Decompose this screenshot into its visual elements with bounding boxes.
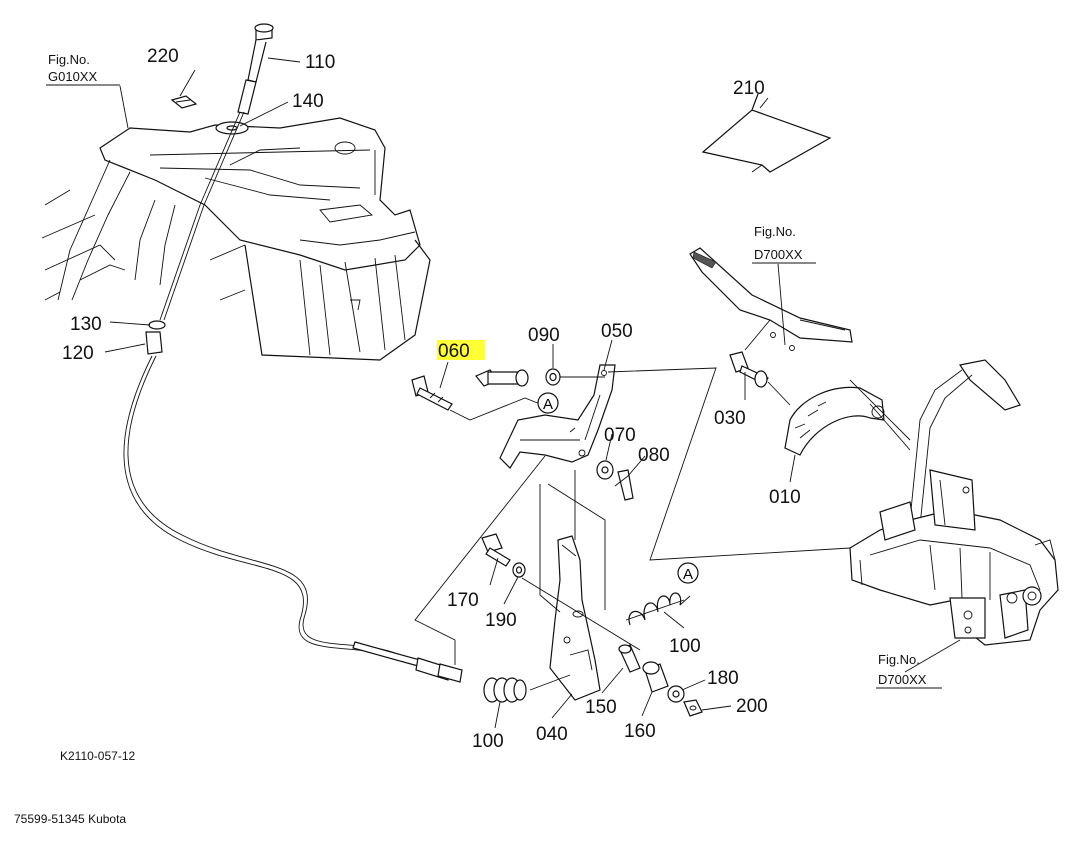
part-060-bolt xyxy=(411,375,453,411)
ref-marker-a-upper: A xyxy=(537,392,559,414)
callout-150[interactable]: 150 xyxy=(585,697,617,718)
svg-text:Fig.No.: Fig.No. xyxy=(754,224,796,239)
callout-120[interactable]: 120 xyxy=(62,343,94,364)
part-170-190 xyxy=(481,533,526,578)
callout-090[interactable]: 090 xyxy=(528,325,560,346)
figure-ref-top[interactable]: Fig.No. G010XX xyxy=(46,52,120,86)
callout-080[interactable]: 080 xyxy=(638,445,670,466)
callout-010[interactable]: 010 xyxy=(769,487,801,508)
callout-labels: 220 110 140 130 120 210 050 090 060 030 … xyxy=(62,46,801,752)
footer-part-number: 75599-51345 Kubota xyxy=(14,812,126,826)
callout-110[interactable]: 110 xyxy=(305,52,335,73)
callout-100-lower[interactable]: 100 xyxy=(472,731,504,752)
pedal-frame-assembly xyxy=(849,359,1059,646)
callout-030[interactable]: 030 xyxy=(714,408,746,429)
callout-170[interactable]: 170 xyxy=(447,590,479,611)
svg-text:Fig.No.: Fig.No. xyxy=(48,52,90,67)
callout-100-upper[interactable]: 100 xyxy=(669,636,701,657)
svg-text:A: A xyxy=(543,396,553,413)
highlight-060 xyxy=(437,340,485,360)
leader-lines xyxy=(104,57,961,729)
callout-130[interactable]: 130 xyxy=(70,314,102,335)
figure-ref-mid[interactable]: Fig.No. D700XX xyxy=(752,224,816,264)
figure-ref-low[interactable]: Fig.No. D700XX xyxy=(876,652,942,689)
dashboard-assembly xyxy=(41,117,431,361)
part-220-clip xyxy=(170,95,198,109)
callout-210[interactable]: 210 xyxy=(733,78,765,99)
throttle-cable xyxy=(123,23,463,683)
callout-190[interactable]: 190 xyxy=(485,610,517,631)
svg-text:D700XX: D700XX xyxy=(878,672,927,687)
callout-160[interactable]: 160 xyxy=(624,721,656,742)
spring-100-upper xyxy=(625,592,691,626)
diagram-code: K2110-057-12 xyxy=(60,749,135,763)
part-150-160-180-200 xyxy=(618,644,703,717)
ref-marker-a-lower: A xyxy=(677,562,699,584)
part-090-hardware xyxy=(475,368,561,387)
pedal-linkage xyxy=(689,247,885,456)
svg-text:G010XX: G010XX xyxy=(48,69,97,84)
callout-070[interactable]: 070 xyxy=(604,425,636,446)
center-bracket-050 xyxy=(499,364,616,469)
part-070-080 xyxy=(596,460,634,501)
callout-040[interactable]: 040 xyxy=(536,724,568,745)
part-210-label-sheet xyxy=(701,93,832,173)
callout-180[interactable]: 180 xyxy=(707,668,739,689)
svg-text:D700XX: D700XX xyxy=(754,247,803,262)
callout-200[interactable]: 200 xyxy=(736,696,768,717)
callout-060[interactable]: 060 xyxy=(438,341,470,362)
svg-text:Fig.No.: Fig.No. xyxy=(878,652,920,667)
callout-050[interactable]: 050 xyxy=(601,321,633,342)
spring-100-lower xyxy=(483,677,527,703)
callout-140[interactable]: 140 xyxy=(292,91,324,112)
callout-220[interactable]: 220 xyxy=(147,46,179,67)
svg-text:A: A xyxy=(683,566,693,583)
part-040-lever xyxy=(549,535,601,701)
